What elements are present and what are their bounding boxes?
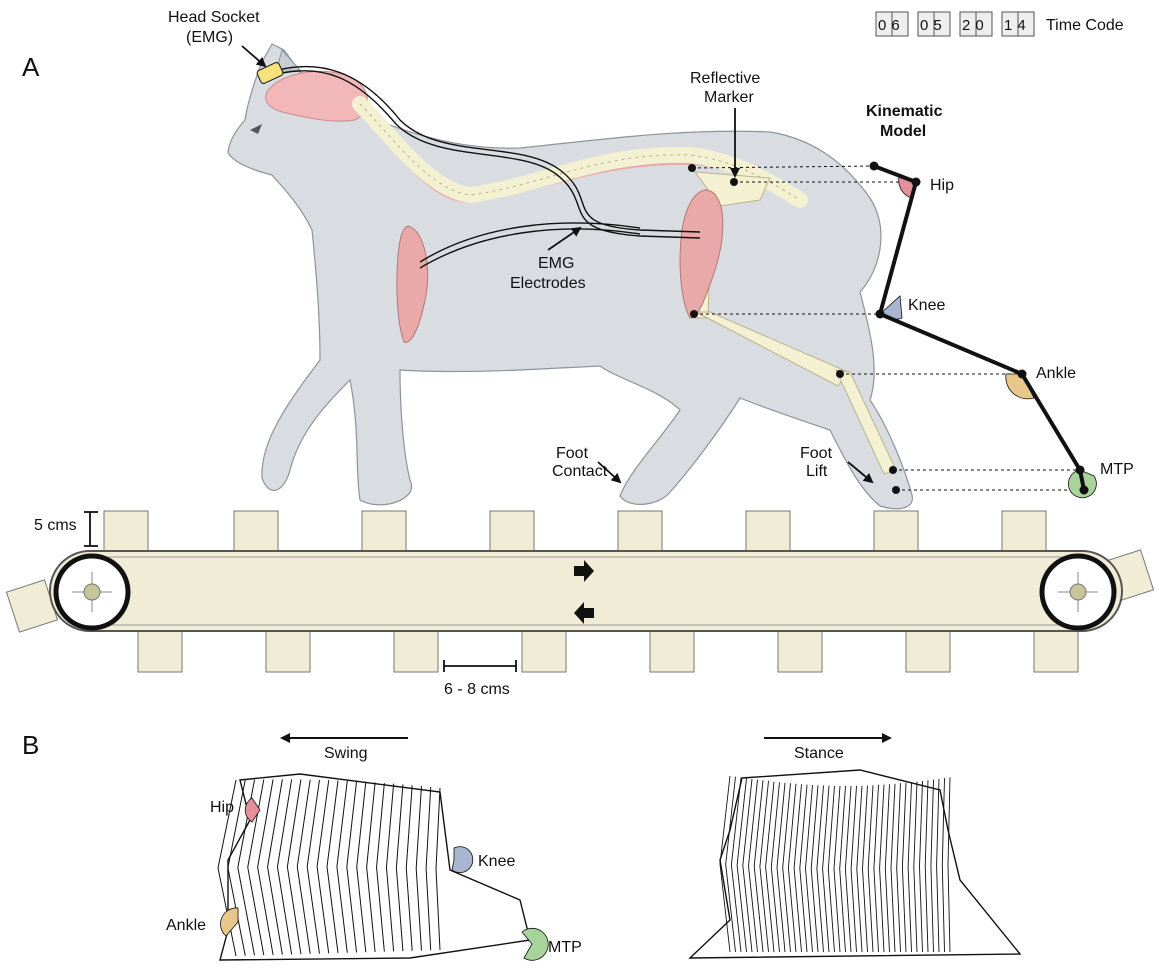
kinematic-model — [870, 162, 1097, 498]
reflective-marker-label-1: Reflective — [690, 70, 760, 87]
time-code-group: 06 — [876, 12, 908, 36]
foot-lift-label-1: Foot — [800, 445, 833, 462]
slat-spacing-bar — [444, 660, 516, 672]
kinematic-stick — [874, 166, 1084, 490]
swing-joint-label-hip: Hip — [210, 799, 234, 816]
emg-electrodes-label-1: EMG — [538, 255, 574, 272]
treadmill-slats-bottom — [138, 630, 1078, 672]
belt-height-label: 5 cms — [34, 517, 77, 534]
treadmill-roller-right — [1042, 556, 1114, 628]
time-code-digits: 20 — [962, 17, 989, 34]
belt-height-bar — [84, 512, 98, 546]
treadmill-roller-left — [56, 556, 128, 628]
time-code-group: 14 — [1002, 12, 1034, 36]
time-code: 06 05 20 14 Time Code — [876, 12, 1124, 36]
slat-spacing-label: 6 - 8 cms — [444, 681, 510, 698]
foot-contact-label-1: Foot — [556, 445, 589, 462]
kinematic-model-label-1: Kinematic — [866, 103, 943, 120]
swing-joint-label-knee: Knee — [478, 853, 515, 870]
time-code-label: Time Code — [1046, 17, 1124, 34]
swing-mtp-wedge — [522, 928, 548, 960]
kinematic-model-label-2: Model — [880, 123, 926, 140]
time-code-group: 20 — [960, 12, 992, 36]
reflective-marker-label-2: Marker — [704, 89, 754, 106]
joint-label-hip: Hip — [930, 177, 954, 194]
time-code-digits: 14 — [1004, 17, 1031, 34]
head-socket-label-1: Head Socket — [168, 9, 260, 26]
joint-label-ankle: Ankle — [1036, 365, 1076, 382]
head-socket-label-2: (EMG) — [186, 29, 233, 46]
stance-label: Stance — [794, 745, 844, 762]
swing-joint-label-mtp: MTP — [548, 939, 582, 956]
panel-a-label: A — [22, 52, 40, 82]
foot-lift-label-2: Lift — [806, 463, 828, 480]
panel-b-label: B — [22, 730, 39, 760]
head-socket-arrow — [242, 46, 265, 66]
swing-label: Swing — [324, 745, 368, 762]
time-code-digits: 06 — [878, 17, 905, 34]
swing-knee-wedge — [452, 847, 473, 873]
joint-label-knee: Knee — [908, 297, 945, 314]
emg-electrodes-label-2: Electrodes — [510, 275, 586, 292]
foot-contact-label-2: Contact — [552, 463, 608, 480]
time-code-digits: 05 — [920, 17, 947, 34]
time-code-group: 05 — [918, 12, 950, 36]
swing-joint-label-ankle: Ankle — [166, 917, 206, 934]
joint-label-mtp: MTP — [1100, 461, 1134, 478]
stance-stick-figure — [690, 770, 1020, 958]
treadmill-slats-top — [104, 511, 1046, 551]
